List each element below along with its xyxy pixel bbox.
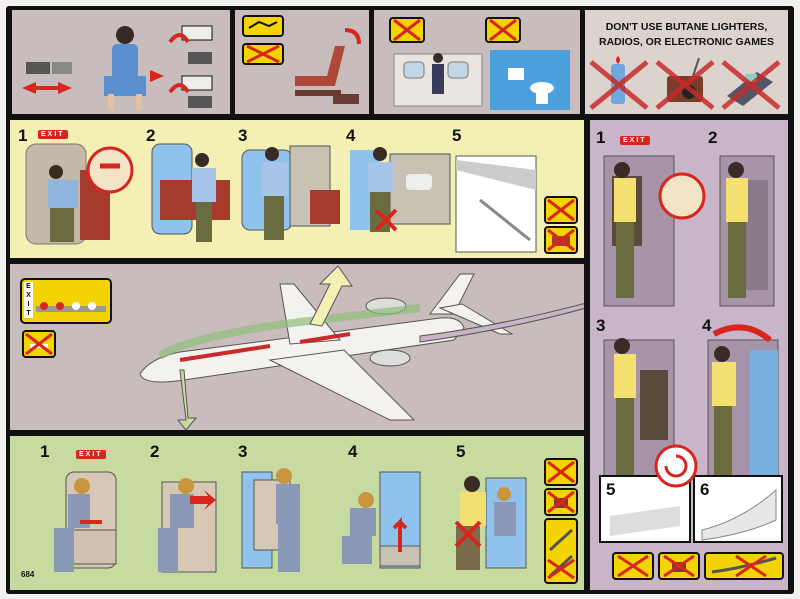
- exit-sign: EXIT: [620, 136, 650, 145]
- overwing-step-2: 2: [150, 442, 160, 461]
- safety-card: DON'T USE BUTANE LIGHTERS, RADIOS, OR EL…: [6, 6, 794, 594]
- tailcone-step-1: 1: [596, 128, 606, 147]
- tailcone-step-2: 2: [708, 128, 718, 147]
- no-smoking-icon: [22, 330, 56, 358]
- no-smoking-icon: [389, 17, 521, 107]
- overwing-step-3: 3: [238, 442, 248, 461]
- door-step-3: 3: [238, 126, 248, 145]
- tailcone-step-4: 4: [702, 316, 712, 335]
- wing-escape-icon: [544, 518, 578, 584]
- door-step-4: 4: [346, 126, 356, 145]
- exit-letter: T: [26, 310, 31, 317]
- door-step-5: 5: [452, 126, 462, 145]
- electronics-warning-text: DON'T USE BUTANE LIGHTERS, RADIOS, OR EL…: [598, 21, 774, 48]
- seatbelt-icon: [22, 25, 213, 110]
- no-entry-icon: [544, 458, 578, 486]
- panel-door-exit: 1 EXIT 2 3 4 5: [10, 120, 584, 258]
- door-step-1: 1: [18, 126, 28, 145]
- tailcone-illustrations: [599, 155, 783, 543]
- overwing-step-4: 4: [348, 442, 358, 461]
- prohibited-items: [589, 56, 781, 110]
- panel-overwing-exit: 1 EXIT 2 3 4 5 684: [10, 436, 584, 590]
- no-entry-icon: [612, 552, 654, 580]
- airplane-icon: [139, 265, 584, 430]
- panel-tailcone-exit: 1 EXIT 2 3 4 5 6: [590, 120, 788, 590]
- panel-aircraft-exits: E X I T: [10, 264, 584, 430]
- exit-letter: E: [26, 283, 31, 290]
- tailcone-step-6: 6: [700, 480, 710, 499]
- door-illustrations: [25, 143, 537, 253]
- slide-escape-icon: [704, 552, 784, 580]
- brace-position-icon: [242, 15, 361, 104]
- exit-sign: EXIT: [76, 450, 106, 459]
- lavatory-icon: [490, 50, 570, 110]
- panel-no-smoking: [374, 10, 580, 114]
- no-slide-icon: [544, 226, 578, 254]
- door-step-2: 2: [146, 126, 156, 145]
- no-baggage-icon: [544, 488, 578, 516]
- overwing-illustrations: [54, 468, 527, 573]
- panel-seat-upright: [235, 10, 369, 114]
- exit-letter: I: [27, 301, 30, 308]
- panel-seatbelt: [12, 10, 230, 114]
- panel-electronics-warning: DON'T USE BUTANE LIGHTERS, RADIOS, OR EL…: [585, 10, 788, 114]
- card-code: 684: [21, 570, 35, 579]
- tailcone-step-3: 3: [596, 316, 606, 335]
- overwing-step-1: 1: [40, 442, 50, 461]
- exit-sign: EXIT: [38, 130, 68, 139]
- floor-lights-icon: E X I T: [20, 278, 112, 324]
- no-baggage-icon: [658, 552, 700, 580]
- tailcone-step-5: 5: [606, 480, 616, 499]
- no-entry-icon: [544, 196, 578, 224]
- exit-letter: X: [26, 292, 31, 299]
- overwing-step-5: 5: [456, 442, 466, 461]
